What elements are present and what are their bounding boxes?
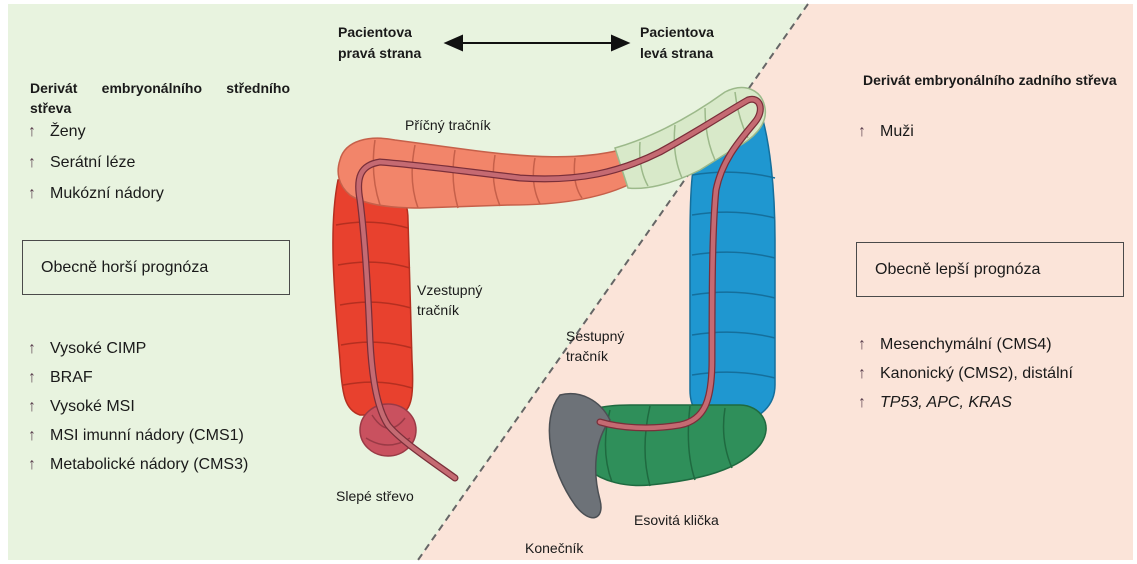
- list-item-label: Serátní léze: [50, 152, 135, 174]
- list-item: ↑Kanonický (CMS2), distální: [858, 363, 1073, 385]
- list-item-label: Vysoké CIMP: [50, 338, 146, 360]
- up-arrow-icon: ↑: [858, 363, 880, 385]
- right-prognosis-text: Obecně lepší prognóza: [875, 261, 1040, 279]
- list-item-label: Muži: [880, 121, 914, 143]
- list-item: ↑Muži: [858, 121, 914, 143]
- list-item: ↑Vysoké MSI: [28, 396, 135, 418]
- list-item: ↑Serátní léze: [28, 152, 135, 174]
- list-item-label: Ženy: [50, 121, 86, 143]
- descending-label: Sestupný tračník: [566, 326, 624, 366]
- list-item-label: TP53, APC, KRAS: [880, 392, 1012, 414]
- up-arrow-icon: ↑: [858, 334, 880, 356]
- left-prognosis-box: Obecně horší prognóza: [22, 240, 290, 295]
- list-item: ↑Metabolické nádory (CMS3): [28, 454, 248, 476]
- right-side-label: Pacientova pravá strana: [338, 22, 421, 64]
- list-item: ↑Vysoké CIMP: [28, 338, 146, 360]
- list-item: ↑BRAF: [28, 367, 93, 389]
- list-item: ↑MSI imunní nádory (CMS1): [28, 425, 244, 447]
- up-arrow-icon: ↑: [858, 392, 880, 414]
- transverse-label: Příčný tračník: [405, 115, 491, 135]
- list-item: ↑Mukózní nádory: [28, 183, 164, 205]
- list-item: ↑Ženy: [28, 121, 86, 143]
- list-item: ↑Mesenchymální (CMS4): [858, 334, 1052, 356]
- up-arrow-icon: ↑: [28, 425, 50, 447]
- list-item-label: Vysoké MSI: [50, 396, 135, 418]
- up-arrow-icon: ↑: [28, 121, 50, 143]
- left-side-label: Pacientova levá strana: [640, 22, 714, 64]
- up-arrow-icon: ↑: [28, 338, 50, 360]
- list-item-label: Kanonický (CMS2), distální: [880, 363, 1073, 385]
- ascending-label: Vzestupný tračník: [417, 280, 482, 320]
- right-heading: Derivát embryonálního zadního střeva: [863, 70, 1118, 90]
- list-item-label: MSI imunní nádory (CMS1): [50, 425, 244, 447]
- sigmoid-label: Esovitá klička: [634, 510, 719, 530]
- up-arrow-icon: ↑: [858, 121, 880, 143]
- list-item-label: Mesenchymální (CMS4): [880, 334, 1052, 356]
- up-arrow-icon: ↑: [28, 396, 50, 418]
- left-heading: Derivát embryonálního středního střeva: [30, 78, 290, 118]
- up-arrow-icon: ↑: [28, 152, 50, 174]
- cecum-label: Slepé střevo: [336, 486, 414, 506]
- list-item: ↑TP53, APC, KRAS: [858, 392, 1012, 414]
- left-prognosis-text: Obecně horší prognóza: [41, 259, 208, 277]
- list-item-label: Mukózní nádory: [50, 183, 164, 205]
- up-arrow-icon: ↑: [28, 454, 50, 476]
- up-arrow-icon: ↑: [28, 367, 50, 389]
- rectum-label: Konečník: [525, 538, 583, 558]
- list-item-label: Metabolické nádory (CMS3): [50, 454, 248, 476]
- list-item-label: BRAF: [50, 367, 93, 389]
- right-prognosis-box: Obecně lepší prognóza: [856, 242, 1124, 297]
- up-arrow-icon: ↑: [28, 183, 50, 205]
